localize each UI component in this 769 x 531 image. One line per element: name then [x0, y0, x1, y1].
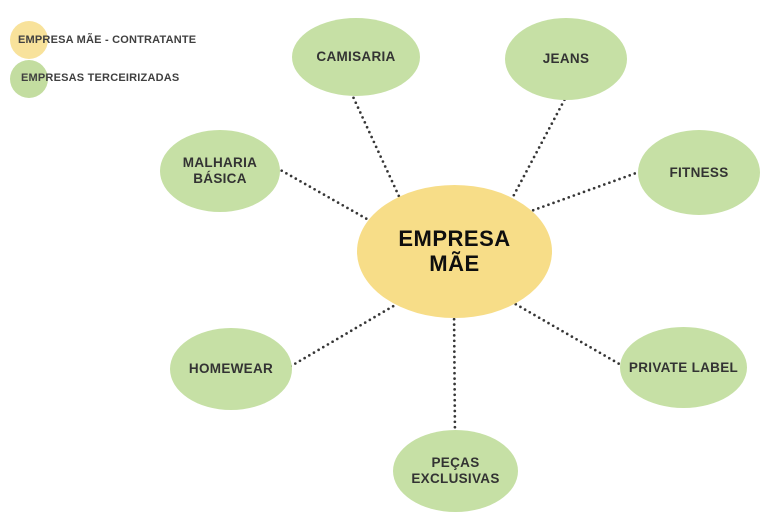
node-private-label: PRIVATE LABEL — [620, 327, 747, 408]
node-camisaria-label: CAMISARIA — [316, 49, 396, 65]
node-fitness-label: FITNESS — [669, 164, 729, 180]
legend-item-terceirizadas: EMPRESAS TERCEIRIZADAS — [21, 72, 180, 84]
node-private-label-label: PRIVATE LABEL — [628, 359, 739, 375]
node-fitness: FITNESS — [638, 130, 760, 215]
node-jeans-label: JEANS — [542, 51, 590, 67]
connector-malharia — [275, 166, 376, 225]
node-camisaria: CAMISARIA — [292, 18, 420, 96]
node-homewear-label: HOMEWEAR — [188, 361, 274, 377]
node-malharia-basica-label: MALHARIA BÁSICA — [182, 155, 258, 186]
connector-fitness — [518, 166, 652, 217]
node-jeans: JEANS — [505, 18, 627, 100]
connector-camisaria — [347, 86, 405, 207]
legend-green-circle-icon — [10, 60, 48, 98]
node-homewear: HOMEWEAR — [170, 328, 292, 410]
connector-private-label — [503, 296, 630, 371]
node-malharia-basica: MALHARIA BÁSICA — [160, 130, 280, 212]
node-pecas-exclusivas-label: PEÇAS EXCLUSIVAS — [411, 455, 500, 486]
node-pecas-exclusivas: PEÇAS EXCLUSIVAS — [393, 430, 518, 512]
node-empresa-mae: EMPRESA MÃE — [357, 185, 552, 318]
legend-yellow-circle-icon — [10, 21, 48, 59]
legend-item-contratante: EMPRESA MÃE - CONTRATANTE — [18, 34, 197, 46]
connector-pecas-exclusivas — [452, 303, 457, 440]
connector-homewear — [284, 299, 404, 371]
node-empresa-mae-label: EMPRESA MÃE — [398, 226, 511, 276]
